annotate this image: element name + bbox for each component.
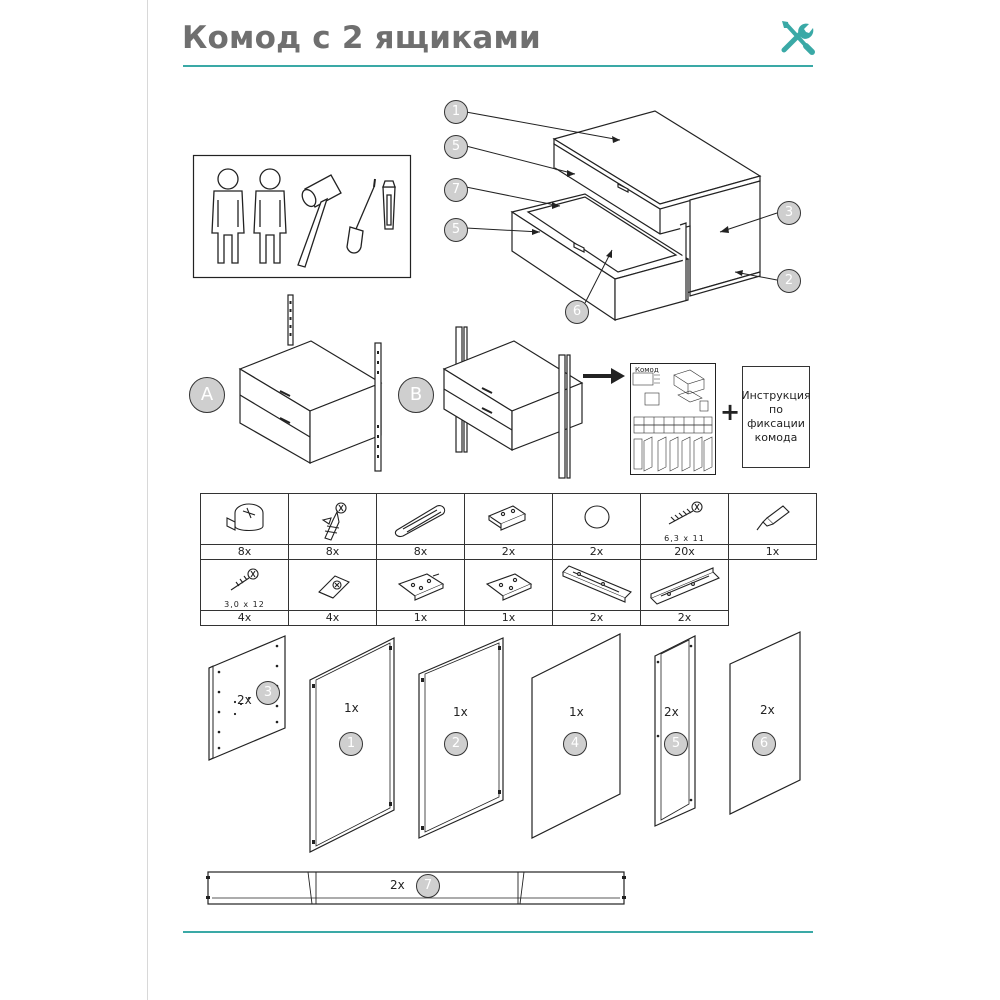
hw-cam-lock — [201, 494, 288, 544]
dresser-overview — [465, 110, 778, 322]
hw-cap — [553, 494, 640, 544]
cap-icon — [584, 505, 610, 529]
hw-qty: 4x — [200, 610, 289, 626]
tools-box — [192, 154, 412, 279]
hw-plate-a — [377, 560, 464, 610]
arrow-heads — [532, 136, 743, 276]
panel-2-badge: 2 — [444, 732, 468, 756]
hardware-table: 6,3 x 11 8x 8x 8x 2x 2x 20x 1x — [200, 493, 817, 626]
hw-drawer-runner-right — [641, 560, 728, 610]
callout-2: 2 — [777, 269, 801, 293]
variant-b-badge: B — [398, 377, 434, 413]
panel-4-badge: 4 — [563, 732, 587, 756]
panel-6-drawing — [729, 631, 801, 815]
cam-bolt-icon — [321, 502, 347, 541]
bracket-icon — [487, 505, 527, 531]
two-people-icon — [211, 168, 287, 264]
phillips-tip-icon — [382, 180, 396, 230]
hardware-qty-row-1: 8x 8x 8x 2x 2x 20x 1x — [200, 544, 817, 560]
callout-7: 7 — [444, 178, 468, 202]
hw-qty: 8x — [376, 544, 465, 560]
panel-5-drawing — [654, 635, 696, 827]
hw-qty: 2x — [552, 544, 641, 560]
note-line-1: Инструкция — [741, 389, 811, 402]
note-line-2: по — [769, 403, 783, 416]
hw-cam-bolt — [289, 494, 376, 544]
callout-6: 6 — [565, 300, 589, 324]
wrench-screwdriver-icon — [781, 21, 815, 55]
hw-qty: 2x — [464, 544, 553, 560]
hw-corner-connector — [289, 560, 376, 610]
page-title: Комод с 2 ящиками — [182, 20, 541, 56]
hw-qty: 4x — [288, 610, 377, 626]
header-rule — [183, 65, 813, 67]
callout-5-top: 5 — [444, 135, 468, 159]
arrow-right-icon — [583, 368, 625, 384]
panel-7-badge: 7 — [416, 874, 440, 898]
hw-drawer-runner-left — [553, 560, 640, 610]
hw-spec-screw-small: 3,0 x 12 — [224, 600, 265, 609]
note-line-4: комода — [754, 431, 798, 444]
variant-a-drawing — [238, 294, 383, 472]
hardware-qty-row-2: 4x 4x 1x 1x 2x 2x — [200, 610, 817, 626]
glue-tube-icon — [756, 505, 790, 531]
callout-3: 3 — [777, 201, 801, 225]
panel-6-qty: 2x — [760, 703, 775, 717]
hw-spec-screw-large: 6,3 x 11 — [664, 534, 705, 543]
callout-1: 1 — [444, 100, 468, 124]
hw-qty: 20x — [640, 544, 729, 560]
page-edge — [147, 0, 148, 1000]
footer-rule — [183, 931, 813, 933]
panel-4-qty: 1x — [569, 705, 584, 719]
hw-qty: 2x — [552, 610, 641, 626]
hw-wood-dowel — [377, 494, 464, 544]
plus-sign: + — [720, 398, 741, 426]
panel-3-badge: 3 — [256, 681, 280, 705]
hw-qty: 1x — [728, 544, 817, 560]
panel-5-qty: 2x — [664, 705, 679, 719]
hw-qty: 1x — [376, 610, 465, 626]
hw-glue-tube — [729, 494, 816, 544]
wood-dowel-icon — [394, 505, 446, 537]
hardware-images-row-2: 3,0 x 12 — [200, 559, 817, 611]
callout-5-bottom: 5 — [444, 218, 468, 242]
panel-2-qty: 1x — [453, 705, 468, 719]
plate-b-icon — [485, 573, 533, 601]
hw-qty: 2x — [640, 610, 729, 626]
mini-sheet-title: Комод — [635, 366, 659, 374]
plate-a-icon — [397, 573, 445, 601]
variant-a-badge: A — [189, 377, 225, 413]
screwdriver-icon — [346, 178, 376, 254]
mini-instruction-sheet — [630, 363, 716, 475]
panel-3-drawing — [208, 635, 286, 761]
hw-qty: 8x — [288, 544, 377, 560]
hw-screw-large: 6,3 x 11 — [641, 494, 728, 544]
hw-qty: 1x — [464, 610, 553, 626]
drawer-runner-left-icon — [562, 565, 632, 603]
hammer-icon — [297, 174, 342, 268]
hw-screw-small: 3,0 x 12 — [201, 560, 288, 610]
panel-7-qty: 2x — [390, 878, 405, 892]
fixing-instruction-note: Инструкция по фиксации комода — [741, 366, 811, 468]
drawer-runner-right-icon — [650, 567, 720, 605]
screw-large-icon — [668, 501, 703, 525]
variant-b-drawing — [442, 326, 584, 479]
hardware-images-row-1: 6,3 x 11 — [200, 493, 817, 545]
screw-small-icon — [230, 568, 259, 591]
panel-5-badge: 5 — [664, 732, 688, 756]
hw-bracket — [465, 494, 552, 544]
panel-1-badge: 1 — [339, 732, 363, 756]
cam-lock-icon — [226, 503, 264, 532]
hw-plate-b — [465, 560, 552, 610]
note-line-3: фиксации — [747, 417, 805, 430]
panel-6-badge: 6 — [752, 732, 776, 756]
panel-1-qty: 1x — [344, 701, 359, 715]
hw-qty: 8x — [200, 544, 289, 560]
corner-connector-icon — [318, 575, 350, 599]
panel-3-qty: 2x — [237, 693, 252, 707]
